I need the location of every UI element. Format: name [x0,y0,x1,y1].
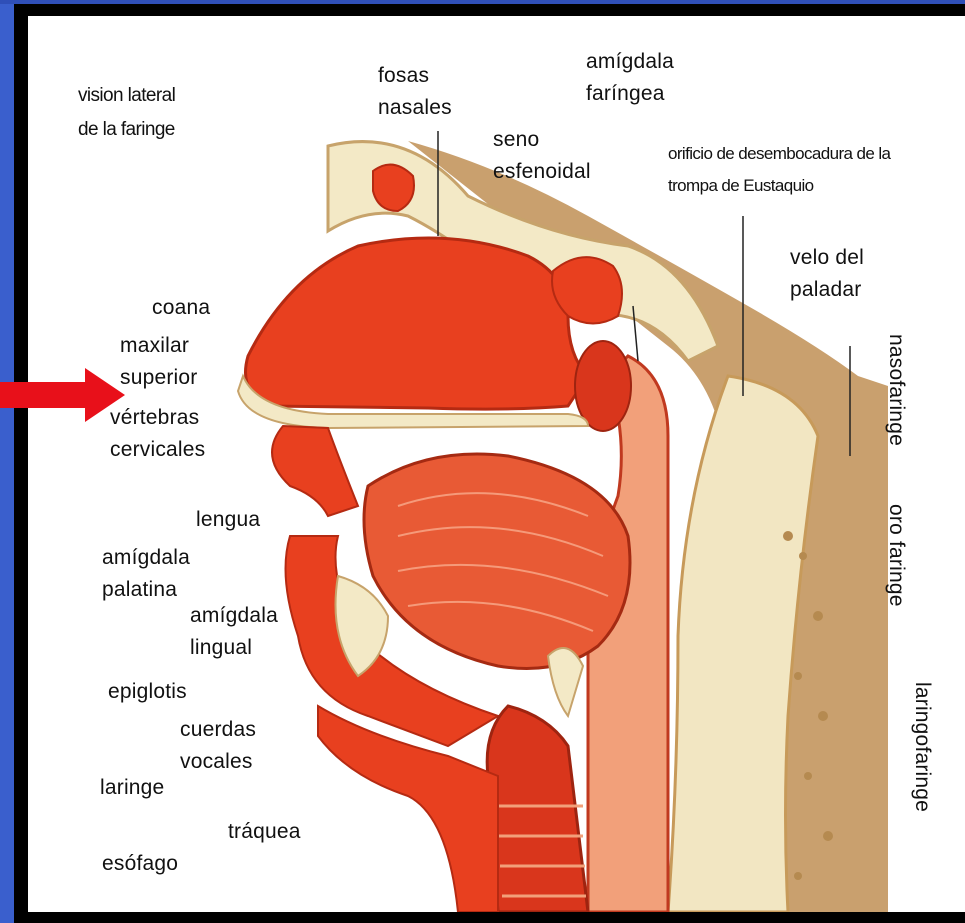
label-velo-line-1: velo del [790,244,864,271]
frame-border-top [0,0,965,4]
upper-lip [272,426,358,516]
label-fosas-line-2: nasales [378,94,452,121]
title-line-2: de la faringe [78,116,175,143]
front-neck [318,706,498,912]
label-coana: coana [152,294,210,321]
label-amigdala-faringea-line-2: faríngea [586,80,665,107]
label-amigdala-faringea-line-1: amígdala [586,48,674,75]
title-line-1: vision lateral [78,82,175,109]
label-nasofaringe: nasofaringe [883,334,910,446]
frontal-sinus [373,165,414,211]
label-velo-line-2: paladar [790,276,861,303]
label-esofago: esófago [102,850,178,877]
label-laringofaringe: laringofaringe [909,682,936,812]
label-fosas-line-1: fosas [378,62,429,89]
nasal-cavity [246,238,589,409]
label-orofaringe: oro faringe [883,504,910,607]
label-amigdala-palatina-line-2: palatina [102,576,177,603]
arrow-right-icon [0,368,125,422]
label-traquea: tráquea [228,818,301,845]
label-amigdala-lingual-line-1: amígdala [190,602,278,629]
label-vertebras-line-2: cervicales [110,436,205,463]
diagram-panel: vision lateral de la faringe fosas nasal… [28,16,965,912]
label-seno-line-1: seno [493,126,539,153]
label-orificio-line-2: trompa de Eustaquio [668,172,813,199]
label-cuerdas-line-2: vocales [180,748,253,775]
label-seno-line-2: esfenoidal [493,158,591,185]
label-amigdala-lingual-line-2: lingual [190,634,252,661]
label-laringe: laringe [100,774,164,801]
larynx-trachea [487,706,588,912]
label-maxilar-line-1: maxilar [120,332,189,359]
tongue [364,454,630,669]
label-amigdala-palatina-line-1: amígdala [102,544,190,571]
label-cuerdas-line-1: cuerdas [180,716,256,743]
epiglottis [548,648,583,716]
label-maxilar-line-2: superior [120,364,197,391]
label-orificio-line-1: orificio de desembocadura de la [668,140,890,167]
frame-border-left [0,0,14,923]
label-epiglotis: epiglotis [108,678,187,705]
label-lengua: lengua [196,506,260,533]
